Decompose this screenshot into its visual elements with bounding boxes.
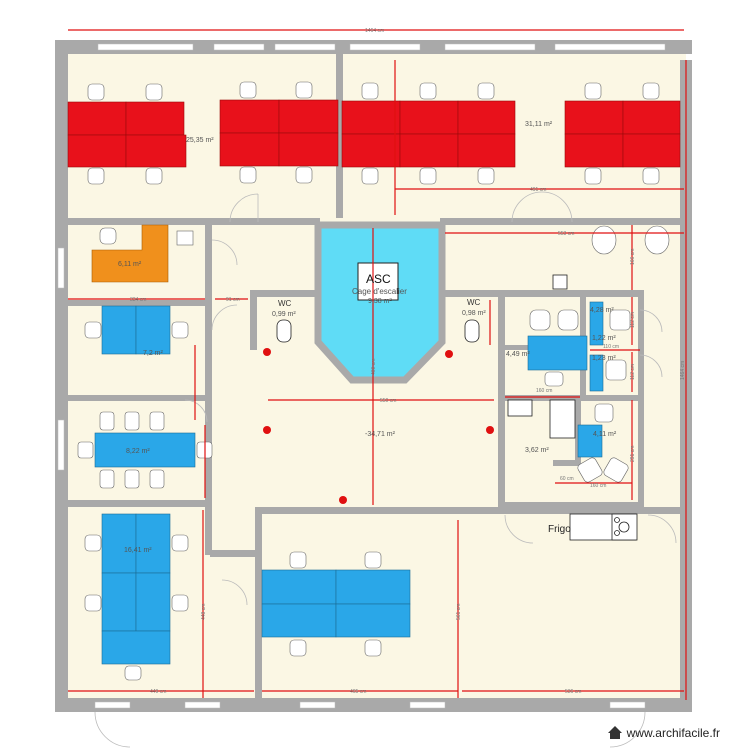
toilet-right [464,319,480,343]
desk [219,99,280,134]
doors [94,191,677,748]
stairwell-area: 9,38 m² [368,298,392,305]
dim-vertical-hall: 166 cm [630,249,636,265]
desk [135,572,171,632]
dim-bath-width: 60 cm [560,476,574,482]
desk [101,513,137,574]
desk [135,513,171,574]
desk [94,432,196,468]
desk [457,100,516,135]
dim-right-total: 1464 cm [680,361,686,380]
shower [549,399,576,439]
windows [57,43,666,709]
area-central-hall: -34,71 m² [365,431,396,438]
dim-central-width: 550 cm [380,398,396,404]
desk [399,133,459,168]
dim-top-total: 1464 cm [365,28,384,34]
desk [589,301,604,346]
area-room-c: 1,23 m² [592,355,616,362]
desk [135,305,171,355]
wc-right-name: WC [467,298,481,307]
desks-blue [94,301,604,665]
area-room-b: 1,22 m² [592,335,616,342]
dim-corridor-width: 91 cm [226,297,240,303]
desk [622,133,681,168]
dim-vertical-right-b: 112 cm [630,364,636,380]
printer-icon [552,274,568,290]
dim-bath-width2: 160 cm [590,483,606,489]
toilet-left [276,319,292,343]
desk [341,100,401,135]
area-office-bottom-left: 16,41 m² [124,547,152,554]
desk [125,134,187,168]
elevator [357,262,399,301]
desk [341,133,401,168]
desk [622,100,681,135]
wc-right-area: 0,98 m² [462,310,486,317]
desk [589,354,604,392]
area-office-right-small: 4,49 m² [506,351,530,358]
sink [507,399,533,417]
area-office-top-left: 25,35 m² [186,137,214,144]
area-room-d: 4,11 m² [593,431,617,438]
dim-top-right-office: 491 cm [530,187,546,193]
dim-vertical-right-a: 112 cm [630,312,636,328]
watermark: www.archifacile.fr [607,726,720,740]
dimension-lines [68,29,687,700]
dimension-labels: 1464 cm 1464 cm 491 cm 553 cm 334 cm 91 … [130,28,686,695]
desk [67,101,127,136]
dim-bottom-right: 536 cm [565,689,581,695]
wc-left-name: WC [278,299,292,308]
house-icon [607,726,623,740]
desk [278,132,339,167]
dim-vertical-left: 448 cm [201,604,207,620]
desk-orange [91,224,169,283]
stairwell-name: Cage d'escalier [352,287,407,296]
desk [335,569,411,605]
elevator-label: ASC [366,272,391,286]
area-meeting-room: 8,22 m² [126,448,150,455]
room-labels: 25,35 m² 31,11 m² 6,11 m² 7,2 m² 8,22 m²… [118,121,617,554]
fixtures [276,274,638,541]
desk [101,305,137,355]
desk [125,101,185,136]
desk [577,424,603,458]
watermark-text: www.archifacile.fr [626,726,720,740]
desk [67,134,127,168]
desk [101,572,137,632]
dim-vertical-right-c: 291 cm [630,446,636,462]
area-office-top-right: 31,11 m² [525,121,553,128]
desk [399,100,459,135]
desk [564,133,624,168]
desk [101,630,171,665]
dim-vertical-central: 400 cm [371,359,377,375]
area-room-a: 4,28 m² [590,307,614,314]
desk [335,603,411,638]
desk [457,133,516,168]
dim-right-office-width: 160 cm [536,388,552,394]
dim-small-corridor: 110 cm [603,344,619,350]
dim-hall-width: 553 cm [558,231,574,237]
desks-red [67,99,681,168]
chairs [77,81,670,681]
wc-left-area: 0,99 m² [272,311,296,318]
stairwell [314,221,446,384]
dim-vertical-mid: 561 cm [456,604,462,620]
area-office-orange: 6,11 m² [118,261,142,268]
area-bathroom: 3,62 m² [525,447,549,454]
desk [564,100,624,135]
dim-left-room-width: 334 cm [130,297,146,303]
desk [261,569,337,605]
desk [219,132,280,167]
detectors [263,348,494,504]
dim-bottom-mid: 465 cm [350,689,366,695]
area-office-blue-small: 7,2 m² [143,350,164,357]
dim-bottom-left: 449 cm [150,689,166,695]
desk [261,603,337,638]
desk [527,335,588,371]
fridge-label: Frigo [548,524,571,535]
desk [278,99,339,134]
